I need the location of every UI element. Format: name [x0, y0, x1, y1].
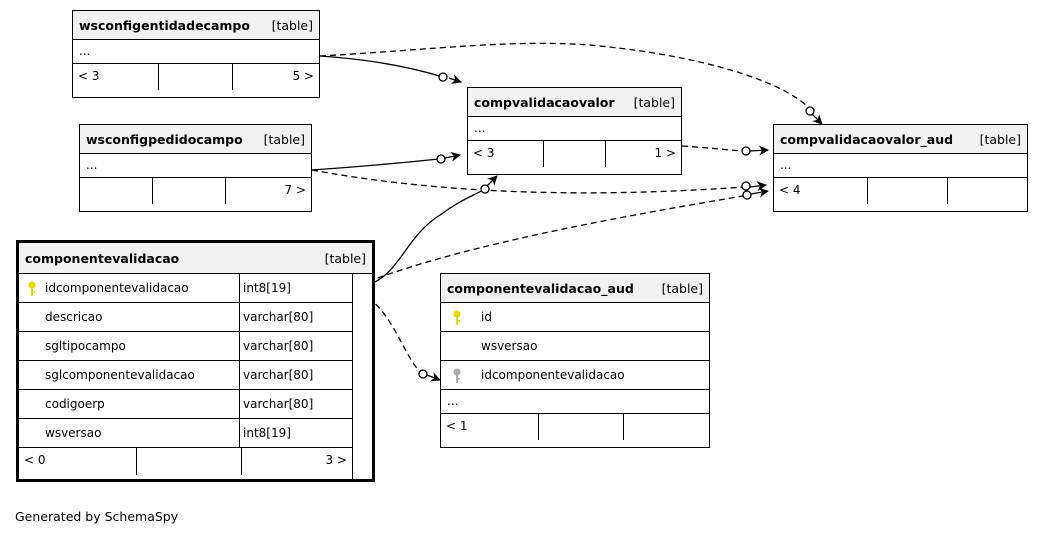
column-name: id — [481, 310, 492, 324]
table-ellipsis: ... — [441, 390, 709, 414]
column-type: varchar[80] — [243, 310, 314, 324]
column-list: idcomponentevalidacao int8[19] descricao… — [19, 274, 352, 475]
child-count: 5 > — [292, 69, 314, 83]
column-count — [153, 178, 226, 204]
column-type: int8[19] — [243, 426, 291, 440]
table-type: [table] — [263, 131, 305, 147]
column-row[interactable]: id — [441, 303, 709, 332]
edge-entidade-to-compvalidacaovalor — [319, 55, 444, 78]
column-row[interactable]: wsversao — [441, 332, 709, 361]
table-compvalidacaovalor[interactable]: compvalidacaovalor [table] ... < 3 1 > — [467, 87, 682, 175]
table-footer: < 0 3 > — [19, 448, 352, 475]
table-footer: < 3 1 > — [468, 141, 681, 167]
focus-divider — [352, 274, 353, 481]
primary-key-icon — [28, 281, 36, 296]
column-count — [539, 414, 624, 440]
child-count: 1 > — [654, 146, 676, 160]
column-name: sglcomponentevalidacao — [19, 361, 240, 389]
table-name: wsconfigpedidocampo — [86, 131, 243, 147]
table-type: [table] — [661, 280, 703, 296]
column-name: idcomponentevalidacao — [45, 281, 189, 295]
parent-count — [80, 178, 153, 204]
table-header: componentevalidacao_aud [table] — [441, 274, 709, 303]
parent-count: < 3 — [468, 141, 544, 167]
parent-count: < 1 — [441, 414, 539, 440]
table-header: wsconfigpedidocampo [table] — [80, 125, 311, 154]
column-row[interactable]: descricao varchar[80] — [19, 303, 352, 332]
edge-pedido-to-compvalidacaovalor-aud — [311, 169, 745, 194]
column-name: descricao — [19, 303, 240, 331]
table-ellipsis: ... — [468, 117, 681, 141]
edge-componente-to-compvalidacaovalor — [349, 189, 484, 290]
table-compvalidacaovalor-aud[interactable]: compvalidacaovalor_aud [table] ... < 4 — [773, 124, 1028, 212]
column-count — [868, 178, 948, 204]
child-count: 7 > — [284, 183, 306, 197]
column-count — [137, 448, 242, 475]
column-type: int8[19] — [243, 281, 291, 295]
column-row[interactable]: codigoerp varchar[80] — [19, 390, 352, 419]
table-ellipsis: ... — [73, 40, 319, 64]
generated-by-label: Generated by SchemaSpy — [15, 509, 179, 524]
child-count: 3 > — [325, 453, 347, 467]
column-name: idcomponentevalidacao — [481, 368, 625, 382]
table-type: [table] — [633, 94, 675, 110]
table-ellipsis: ... — [80, 154, 311, 178]
child-count — [624, 414, 709, 440]
column-type: varchar[80] — [243, 339, 314, 353]
table-name: compvalidacaovalor — [474, 94, 615, 110]
edge-pedido-to-compvalidacaovalor — [311, 158, 440, 171]
child-count — [948, 178, 1027, 204]
edge-componente-to-compvalidacaovalor-aud — [349, 195, 744, 290]
column-row[interactable]: idcomponentevalidacao int8[19] — [19, 274, 352, 303]
parent-count: < 4 — [774, 178, 868, 204]
table-name: compvalidacaovalor_aud — [780, 131, 954, 147]
table-header: componentevalidacao [table] — [19, 243, 372, 274]
table-name: componentevalidacao_aud — [447, 280, 634, 296]
table-header: compvalidacaovalor_aud [table] — [774, 125, 1027, 154]
column-count — [159, 64, 233, 90]
table-type: [table] — [271, 17, 313, 33]
column-name: wsversao — [19, 419, 240, 447]
column-name: wsversao — [481, 339, 538, 353]
table-footer: 7 > — [80, 178, 311, 204]
table-componentevalidacao-aud[interactable]: componentevalidacao_aud [table] id wsver… — [440, 273, 710, 448]
column-count — [544, 141, 606, 167]
parent-count: < 3 — [73, 64, 159, 90]
table-name: componentevalidacao — [25, 250, 180, 266]
table-footer: < 1 — [441, 414, 709, 440]
table-type: [table] — [979, 131, 1021, 147]
foreign-key-icon — [453, 368, 461, 383]
column-row[interactable]: wsversao int8[19] — [19, 419, 352, 448]
table-type: [table] — [324, 250, 366, 266]
table-name: wsconfigentidadecampo — [79, 17, 250, 33]
column-type: varchar[80] — [243, 368, 314, 382]
column-name: sgltipocampo — [19, 332, 240, 360]
table-footer: < 3 5 > — [73, 64, 319, 90]
table-wsconfigpedidocampo[interactable]: wsconfigpedidocampo [table] ... 7 > — [79, 124, 312, 212]
table-footer: < 4 — [774, 178, 1027, 204]
edge-compvalidacaovalor-to-aud — [681, 145, 743, 152]
column-row[interactable]: sglcomponentevalidacao varchar[80] — [19, 361, 352, 390]
column-name: codigoerp — [19, 390, 240, 418]
column-row[interactable]: idcomponentevalidacao — [441, 361, 709, 390]
table-ellipsis: ... — [774, 154, 1027, 178]
table-wsconfigentidadecampo[interactable]: wsconfigentidadecampo [table] ... < 3 5 … — [72, 10, 320, 98]
column-type: varchar[80] — [243, 397, 314, 411]
primary-key-icon — [453, 310, 461, 325]
column-row[interactable]: sgltipocampo varchar[80] — [19, 332, 352, 361]
parent-count: < 0 — [19, 448, 137, 475]
table-header: wsconfigentidadecampo [table] — [73, 11, 319, 40]
table-componentevalidacao[interactable]: componentevalidacao [table] idcomponente… — [16, 240, 375, 482]
edge-entidade-to-compvalidacaovalor-aud — [319, 42, 809, 108]
table-header: compvalidacaovalor [table] — [468, 88, 681, 117]
